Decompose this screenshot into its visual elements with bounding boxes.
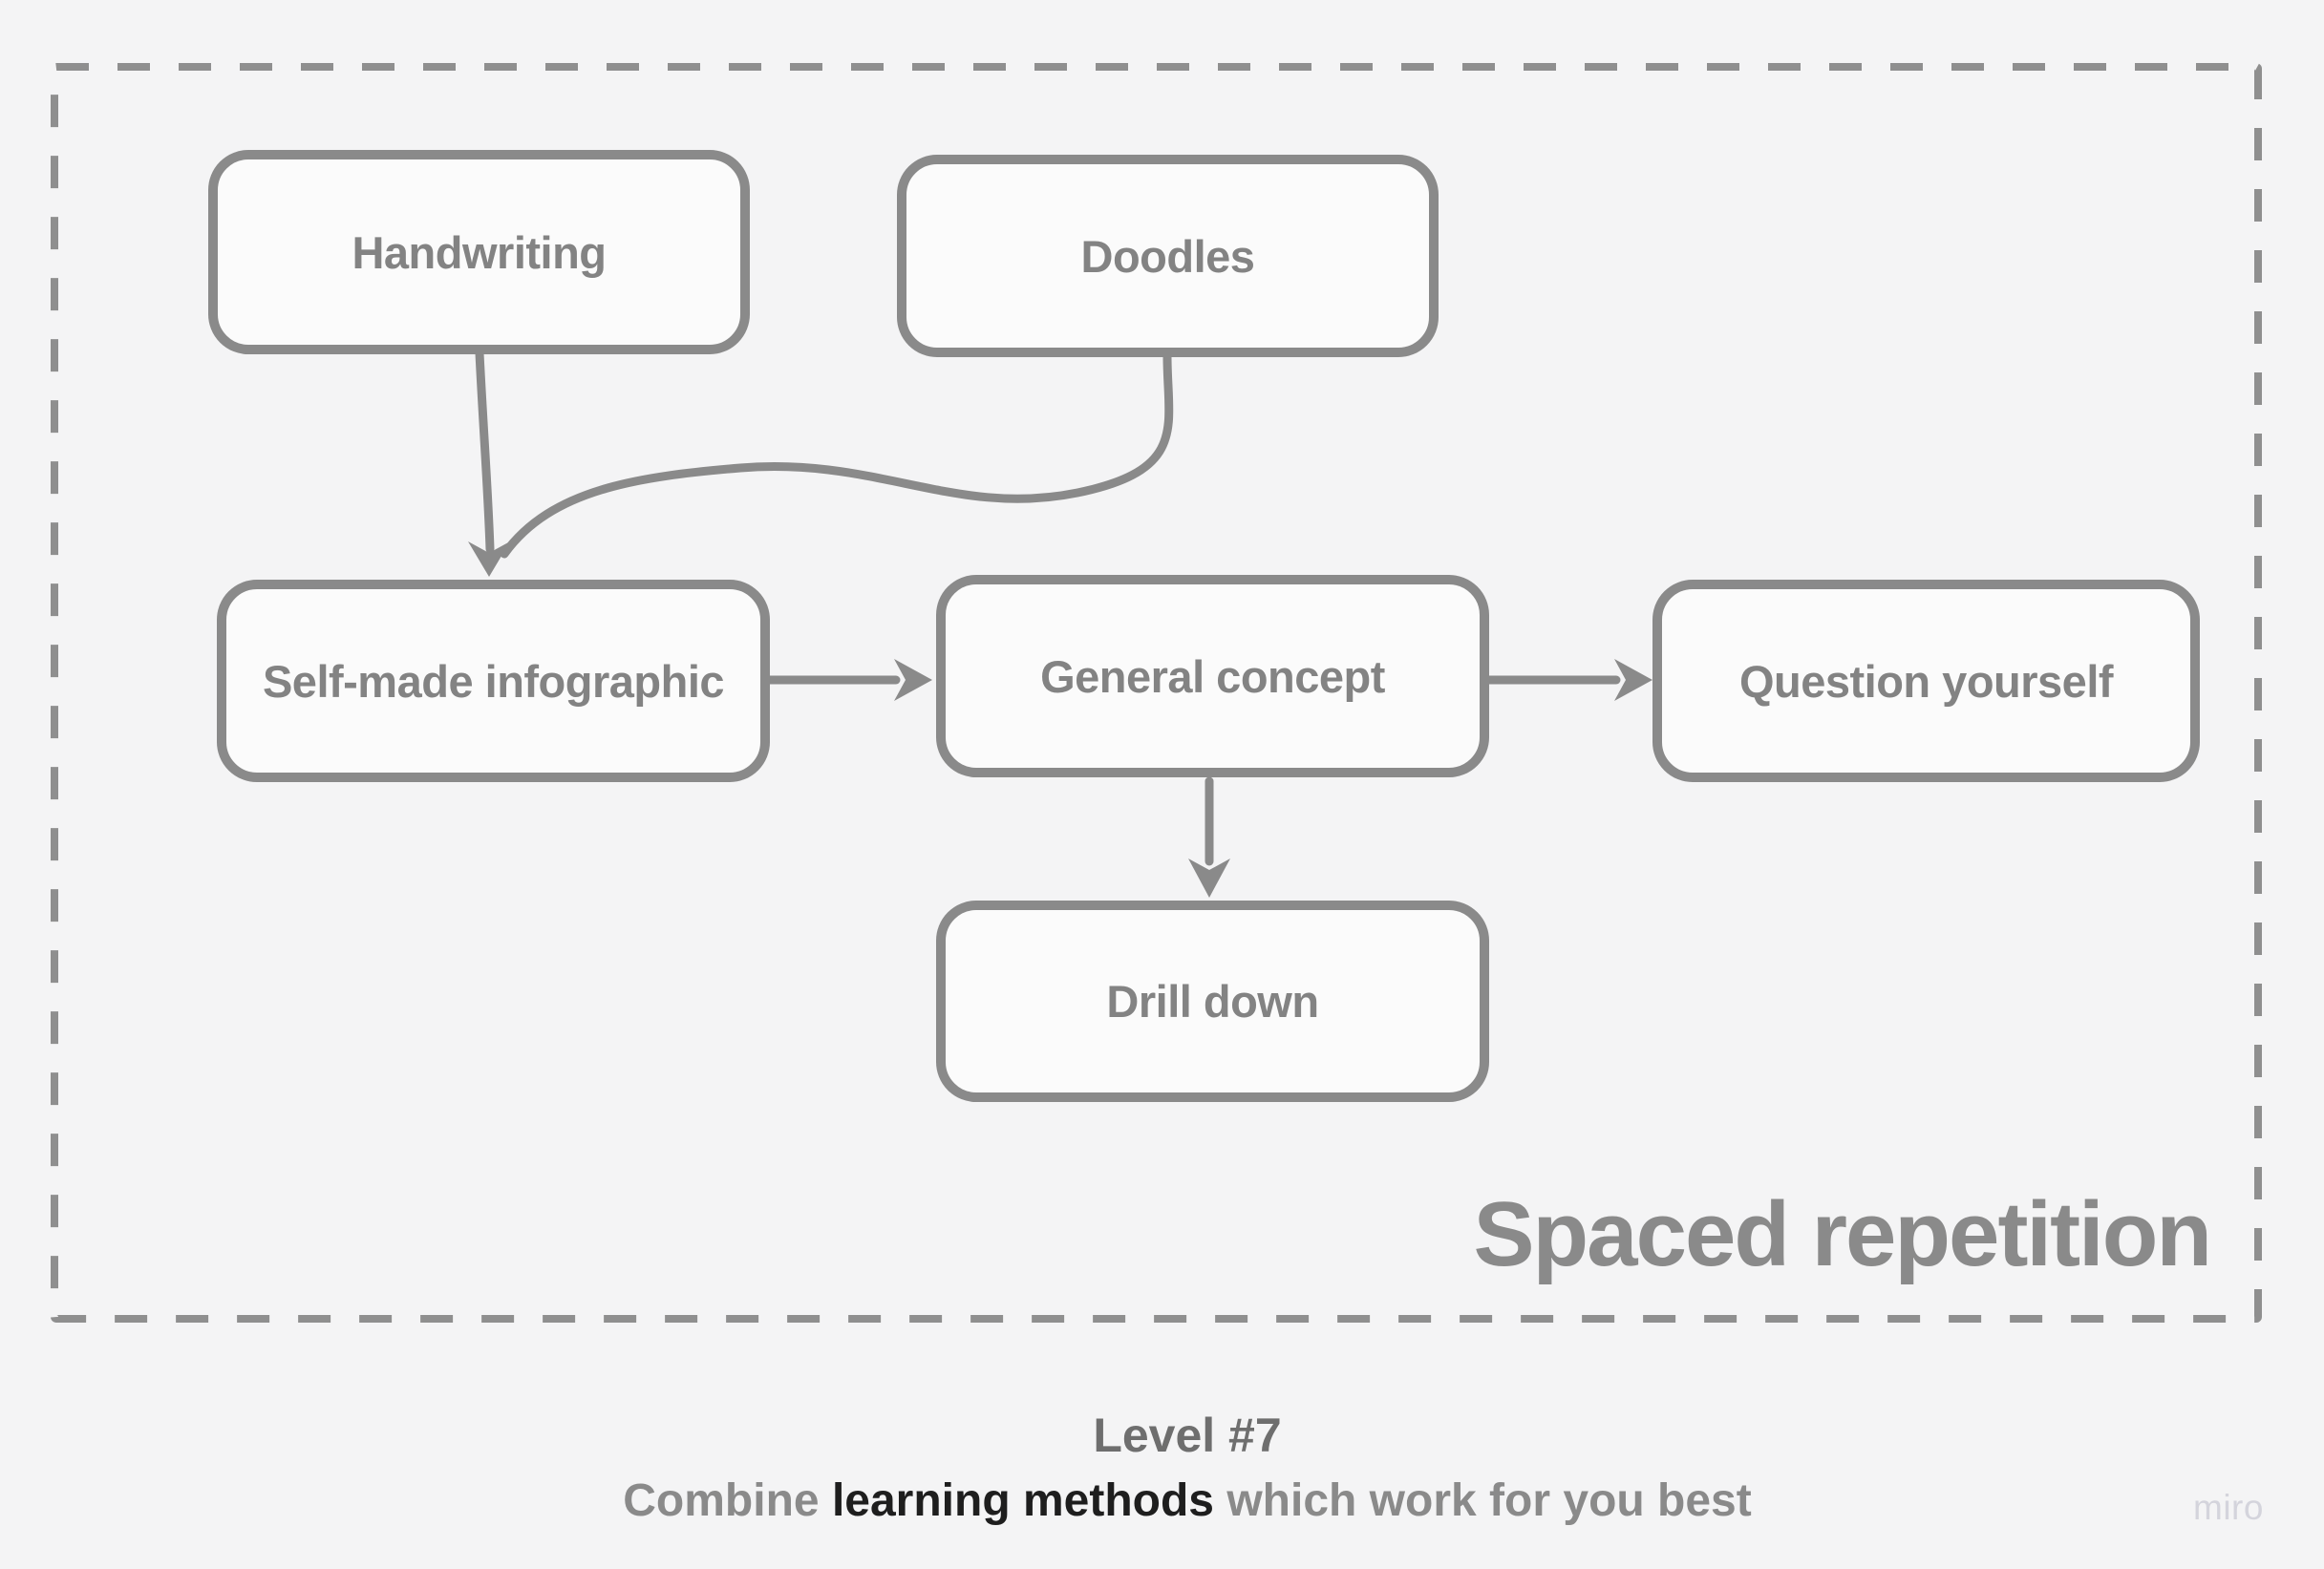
caption-description-prefix: Combine <box>623 1475 832 1526</box>
node-drill-down-label: Drill down <box>1106 976 1319 1027</box>
arrowhead-into-selfmade <box>468 541 510 577</box>
arrowhead-into-general <box>894 659 932 701</box>
node-drill-down[interactable]: Drill down <box>936 901 1489 1102</box>
caption-description: Combine learning methods which work for … <box>51 1478 2324 1524</box>
node-doodles[interactable]: Doodles <box>897 155 1439 357</box>
node-handwriting[interactable]: Handwriting <box>208 150 750 354</box>
connector-doodles-to-selfmade[interactable] <box>500 352 1174 559</box>
caption-description-emphasis: learning methods <box>831 1475 1214 1526</box>
miro-logo: miro <box>2193 1488 2264 1527</box>
node-general-concept-label: General concept <box>1040 650 1385 702</box>
frame-dashed-border[interactable] <box>51 63 2262 1323</box>
caption-description-suffix: which work for you best <box>1214 1475 1752 1526</box>
frame-title[interactable]: Spaced repetition <box>1473 1183 2212 1285</box>
node-self-made-infographic-label: Self-made infographic <box>262 655 725 707</box>
caption-block[interactable]: Level #7 Combine learning methods which … <box>51 1411 2324 1524</box>
node-self-made-infographic[interactable]: Self-made infographic <box>217 580 770 782</box>
connector-handwriting-to-selfmade[interactable] <box>475 349 495 554</box>
caption-level-label: Level #7 <box>1093 1409 1282 1462</box>
node-question-yourself-label: Question yourself <box>1738 655 2114 707</box>
node-doodles-label: Doodles <box>1080 230 1255 282</box>
node-question-yourself[interactable]: Question yourself <box>1652 580 2200 782</box>
node-general-concept[interactable]: General concept <box>936 575 1489 777</box>
arrowhead-into-drill <box>1188 859 1230 898</box>
arrowhead-into-question <box>1614 659 1652 701</box>
node-handwriting-label: Handwriting <box>352 226 607 278</box>
